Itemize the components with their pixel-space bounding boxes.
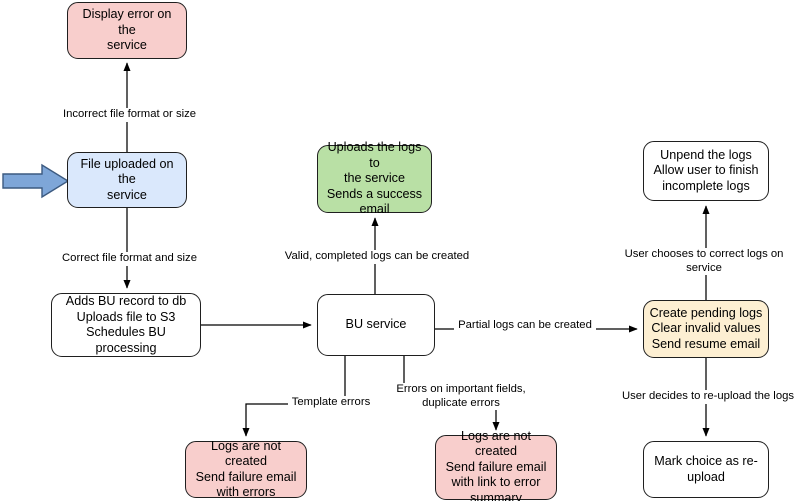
edge-label-incorrect-file-format: Incorrect file format or size (54, 108, 205, 122)
edge-label-errors-important-fields: Errors on important fields, duplicate er… (385, 383, 537, 410)
edge-label-user-reuploads-logs: User decides to re-upload the logs (616, 390, 800, 404)
edge-label-valid-completed-logs: Valid, completed logs can be created (279, 250, 475, 264)
entry-block-arrow (2, 163, 70, 199)
node-logs-not-created-with-errors[interactable]: Logs are not created Send failure email … (185, 439, 307, 499)
node-mark-choice-as-reupload[interactable]: Mark choice as re- upload (643, 441, 769, 498)
node-logs-not-created-with-summary[interactable]: Logs are not created Send failure email … (435, 429, 557, 501)
node-create-pending-logs[interactable]: Create pending logs Clear invalid values… (643, 300, 769, 358)
edge-label-correct-file-format: Correct file format and size (54, 252, 205, 266)
edge-label-template-errors: Template errors (288, 396, 374, 410)
node-display-error[interactable]: Display error on the service (67, 2, 187, 59)
edge-label-partial-logs: Partial logs can be created (454, 319, 596, 333)
node-uploads-logs-success[interactable]: Uploads the logs to the service Sends a … (317, 140, 432, 216)
node-file-uploaded-on-service[interactable]: File uploaded on the service (67, 152, 187, 208)
node-bu-service[interactable]: BU service (317, 294, 435, 356)
edge-label-user-corrects-logs: User chooses to correct logs on service (604, 248, 801, 275)
node-adds-bu-record[interactable]: Adds BU record to db Uploads file to S3 … (51, 293, 201, 357)
node-unpend-logs[interactable]: Unpend the logs Allow user to finish inc… (643, 141, 769, 201)
